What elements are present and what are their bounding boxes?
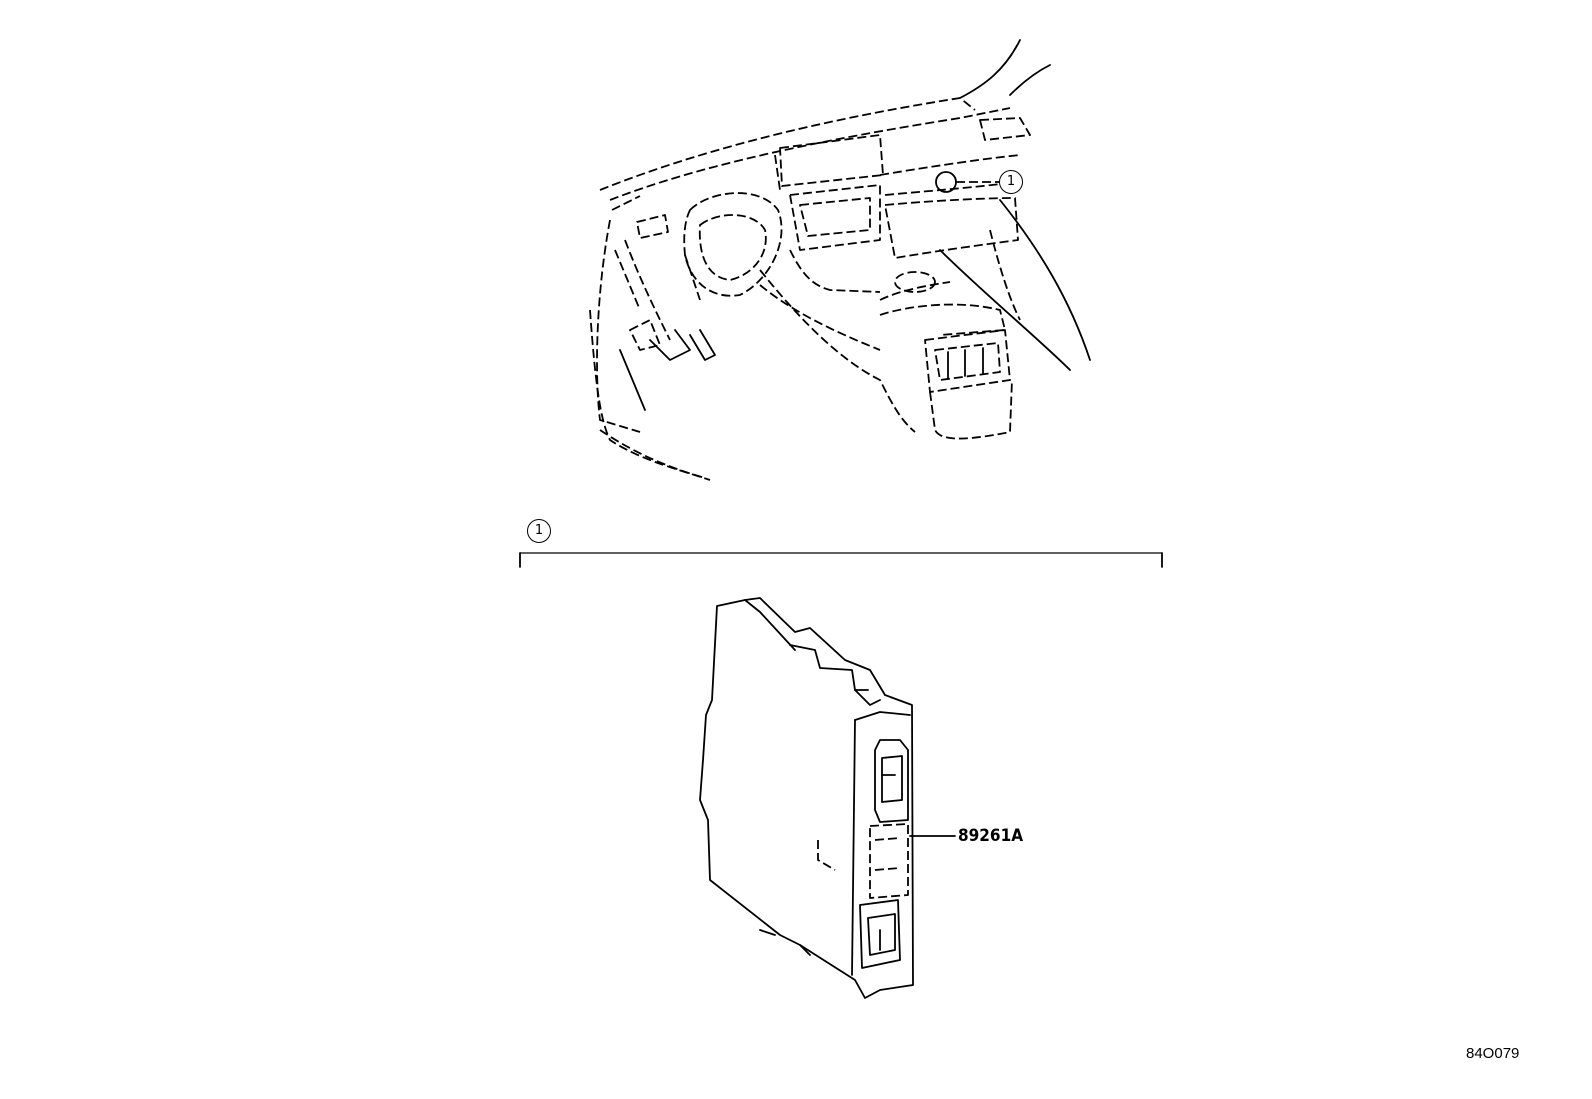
group-bracket [519, 552, 1163, 568]
part-number-label: 89261A [958, 826, 1024, 846]
callout-marker-group: 1 [527, 519, 551, 543]
callout-marker-vehicle: 1 [999, 170, 1023, 194]
control-module-illustration [699, 597, 914, 999]
figure-code: 84O079 [1466, 1045, 1520, 1062]
vehicle-interior-illustration [589, 39, 1091, 481]
